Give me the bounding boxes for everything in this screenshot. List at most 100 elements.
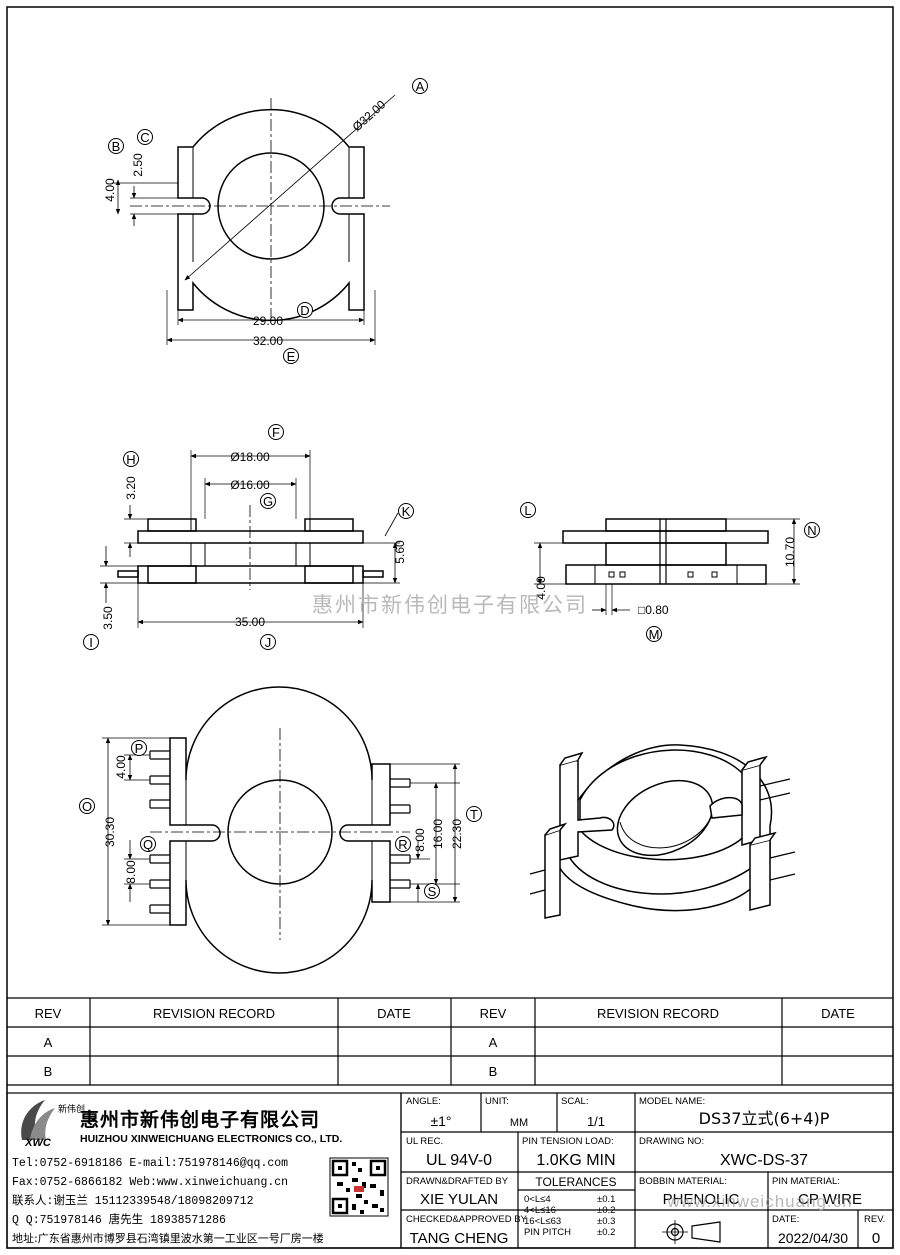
dim-4-top: 4.00 <box>103 178 117 202</box>
bottom-view-pins-right <box>390 778 411 889</box>
callout-o: O <box>82 799 92 814</box>
callout-n: N <box>807 523 816 538</box>
title-block <box>400 1092 894 1249</box>
company-fax: Fax:0752-6866182 Web:www.xinweichuang.cn <box>12 1176 288 1189</box>
callout-bubbles <box>79 78 820 899</box>
rev-row-a-right: A <box>489 1035 498 1050</box>
top-view <box>112 94 396 345</box>
ul-value: UL 94V-0 <box>426 1152 492 1169</box>
dim-8-left: 8.00 <box>124 860 138 884</box>
ul-label: UL REC. <box>406 1136 443 1147</box>
dim-10-70: 10.70 <box>783 537 797 567</box>
callout-letters: A B C D E F G H I J K L M N O P Q R S T <box>82 79 817 899</box>
callout-t: T <box>470 807 478 822</box>
dim-2-50: 2.50 <box>131 153 145 177</box>
callout-a: A <box>416 79 425 94</box>
isometric-pins <box>529 778 796 895</box>
rev-date-header-2: DATE <box>821 1006 855 1021</box>
tol-value-2: ±0.2 <box>597 1205 615 1216</box>
checked-label: CHECKED&APPROVED BY <box>406 1214 528 1225</box>
drawing-frame <box>6 6 894 1249</box>
rev-record-header-2: REVISION RECORD <box>597 1006 719 1021</box>
dim-35: 35.00 <box>235 615 265 629</box>
tol-value-3: ±0.3 <box>597 1216 615 1227</box>
rev-row-b-left: B <box>44 1064 53 1079</box>
drawing-no-label: DRAWING NO: <box>639 1136 704 1147</box>
dim-16: 16.00 <box>431 819 445 849</box>
company-tel: Tel:0752-6918186 E-mail:751978146@qq.com <box>12 1157 288 1170</box>
rev-label: REV. <box>864 1214 885 1225</box>
tol-value-4: ±0.2 <box>597 1227 615 1238</box>
pin-material-value: CP WIRE <box>798 1191 862 1208</box>
tol-range-2: 4<L≤16 <box>524 1205 556 1216</box>
company-address: 地址:广东省惠州市博罗县石湾镇里波水第一工业区一号厂房一楼 <box>12 1231 324 1245</box>
dim-5-60: 5.60 <box>393 540 407 564</box>
company-name-cn: 惠州市新伟创电子有限公司 <box>80 1108 320 1131</box>
callout-m: M <box>649 627 660 642</box>
callout-e: E <box>287 349 296 364</box>
rev-record-header-1: REVISION RECORD <box>153 1006 275 1021</box>
bobbin-label: BOBBIN MATERIAL: <box>639 1176 727 1187</box>
callout-r: R <box>398 837 407 852</box>
tol-value-1: ±0.1 <box>597 1194 615 1205</box>
dim-4-bottom: 4.00 <box>114 755 128 779</box>
company-name-en: HUIZHOU XINWEICHUANG ELECTRONICS CO., LT… <box>80 1133 342 1145</box>
dim-diameter-16: Ø16.00 <box>230 478 270 492</box>
drawing-no-value: XWC-DS-37 <box>720 1152 808 1169</box>
dim-3-20: 3.20 <box>124 476 138 500</box>
pin-tension-value: 1.0KG MIN <box>536 1152 615 1169</box>
tol-range-4: PIN PITCH <box>524 1227 571 1238</box>
company-block: XWC 新伟创 惠州市新伟创电子有限公司 HUIZHOU XINWEICHUAN… <box>6 1092 402 1249</box>
pin-material-label: PIN MATERIAL: <box>772 1176 840 1187</box>
rev-date-header-1: DATE <box>377 1006 411 1021</box>
drawn-label: DRAWN&DRAFTED BY <box>406 1176 509 1187</box>
callout-c: C <box>140 130 149 145</box>
callout-d: D <box>300 303 309 318</box>
scale-label: SCAL: <box>561 1096 588 1107</box>
rev-row-a-left: A <box>44 1035 53 1050</box>
callout-b: B <box>112 139 121 154</box>
unit-label: UNIT: <box>485 1096 509 1107</box>
callout-j: J <box>265 635 272 650</box>
logo-text: XWC <box>24 1137 52 1149</box>
dim-22-30: 22.30 <box>450 819 464 849</box>
dim-29: 29.00 <box>253 314 283 328</box>
model-label: MODEL NAME: <box>639 1096 705 1107</box>
callout-g: G <box>263 494 273 509</box>
callout-p: P <box>135 741 144 756</box>
revision-table <box>7 997 893 1086</box>
dim-3-50: 3.50 <box>101 606 115 630</box>
company-contact: 联系人:谢玉兰 15112339548/18098209712 <box>12 1193 254 1208</box>
callout-f: F <box>272 425 280 440</box>
callout-i: I <box>89 635 93 650</box>
dim-4-side: 4.00 <box>534 576 548 600</box>
tol-range-1: 0<L≤4 <box>524 1194 551 1205</box>
watermark-website: www.xinweichuang.cn <box>666 1192 852 1211</box>
date-value: 2022/04/30 <box>778 1230 848 1246</box>
callout-q: Q <box>143 837 153 852</box>
tol-range-3: 16<L≤63 <box>524 1216 561 1227</box>
angle-label: ANGLE: <box>406 1096 441 1107</box>
projection-symbol <box>662 1220 721 1244</box>
side-view-pins <box>608 571 718 578</box>
checked-value: TANG CHENG <box>410 1230 509 1247</box>
rev-row-b-right: B <box>489 1064 498 1079</box>
callout-l: L <box>524 503 531 518</box>
front-view <box>100 450 400 628</box>
dim-8-right: 8.00 <box>413 828 427 852</box>
side-view <box>534 518 800 615</box>
tolerances-label: TOLERANCES <box>535 1175 616 1189</box>
callout-k: K <box>402 504 411 519</box>
model-value: DS37立式(6+4)P <box>699 1109 830 1128</box>
rev-value: 0 <box>872 1230 880 1247</box>
rev-header-2: REV <box>480 1006 507 1021</box>
company-logo: XWC 新伟创 <box>21 1100 85 1149</box>
drawn-value: XIE YULAN <box>420 1191 498 1208</box>
callout-h: H <box>126 452 135 467</box>
unit-value: MM <box>510 1117 528 1129</box>
logo-cn: 新伟创 <box>58 1103 85 1115</box>
dim-0-80: □0.80 <box>638 603 669 617</box>
dim-diameter-32: Ø32.00 <box>350 97 389 134</box>
angle-value: ±1° <box>430 1113 451 1129</box>
